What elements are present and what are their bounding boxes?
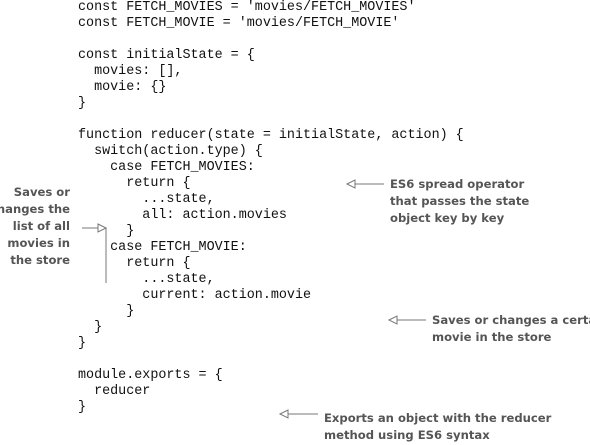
code-line-13: ...state,	[78, 192, 215, 207]
code-line-4: const initialState = {	[78, 48, 255, 63]
code-line-16: case FETCH_MOVIE:	[78, 240, 247, 255]
code-line-22: }	[78, 336, 87, 351]
annotation-spread-line-3: object key by key	[390, 211, 505, 225]
annotation-saves-list-line-5: the store	[10, 253, 70, 267]
annotation-exports: Exports an object with the reducer metho…	[324, 410, 551, 444]
annotation-saves-list-line-2: changes the	[0, 202, 70, 216]
code-line-20: }	[78, 304, 135, 319]
bracket-arrowhead-icon	[97, 223, 108, 233]
code-line-6: movie: {}	[78, 80, 167, 95]
code-line-11: case FETCH_MOVIES:	[78, 160, 255, 175]
code-line-10: switch(action.type) {	[78, 144, 263, 159]
annotation-exports-line-2: method using ES6 syntax	[324, 428, 490, 442]
code-line-1: const FETCH_MOVIES = 'movies/FETCH_MOVIE…	[78, 0, 416, 15]
annotation-saves-movie-line-2: movie in the store	[432, 330, 552, 344]
annotation-saves-list-line-3: list of all	[12, 219, 70, 233]
code-line-26: }	[78, 400, 87, 415]
annotation-spread-operator: ES6 spread operator that passes the stat…	[390, 176, 529, 227]
code-line-5: movies: [],	[78, 64, 183, 79]
annotation-exports-line-1: Exports an object with the reducer	[324, 411, 552, 425]
code-line-7: }	[78, 96, 87, 111]
code-line-14: all: action.movies	[78, 208, 287, 223]
annotation-saves-list: Saves or changes the list of all movies …	[0, 184, 70, 269]
code-line-24: module.exports = {	[78, 368, 223, 383]
annotation-saves-movie-line-1: Saves or changes a certain	[432, 313, 590, 327]
code-line-21: }	[78, 320, 103, 335]
exports-arrowhead-icon	[278, 409, 289, 419]
annotation-spread-line-1: ES6 spread operator	[390, 177, 525, 191]
code-line-2: const FETCH_MOVIE = 'movies/FETCH_MOVIE'	[78, 16, 400, 31]
code-line-17: return {	[78, 256, 191, 271]
saves-movie-arrowhead-icon	[387, 315, 398, 325]
annotation-saves-list-line-1: Saves or	[13, 185, 70, 199]
annotation-spread-line-2: that passes the state	[390, 194, 530, 208]
code-line-12: return {	[78, 176, 191, 191]
code-line-18: ...state,	[78, 272, 215, 287]
spread-arrowhead-icon	[345, 179, 356, 189]
annotation-saves-list-line-4: movies in	[7, 236, 70, 250]
annotation-saves-movie: Saves or changes a certain movie in the …	[432, 312, 590, 346]
code-line-19: current: action.movie	[78, 288, 312, 303]
code-line-9: function reducer(state = initialState, a…	[78, 128, 464, 143]
code-line-15: }	[78, 224, 135, 239]
code-line-25: reducer	[78, 384, 151, 399]
